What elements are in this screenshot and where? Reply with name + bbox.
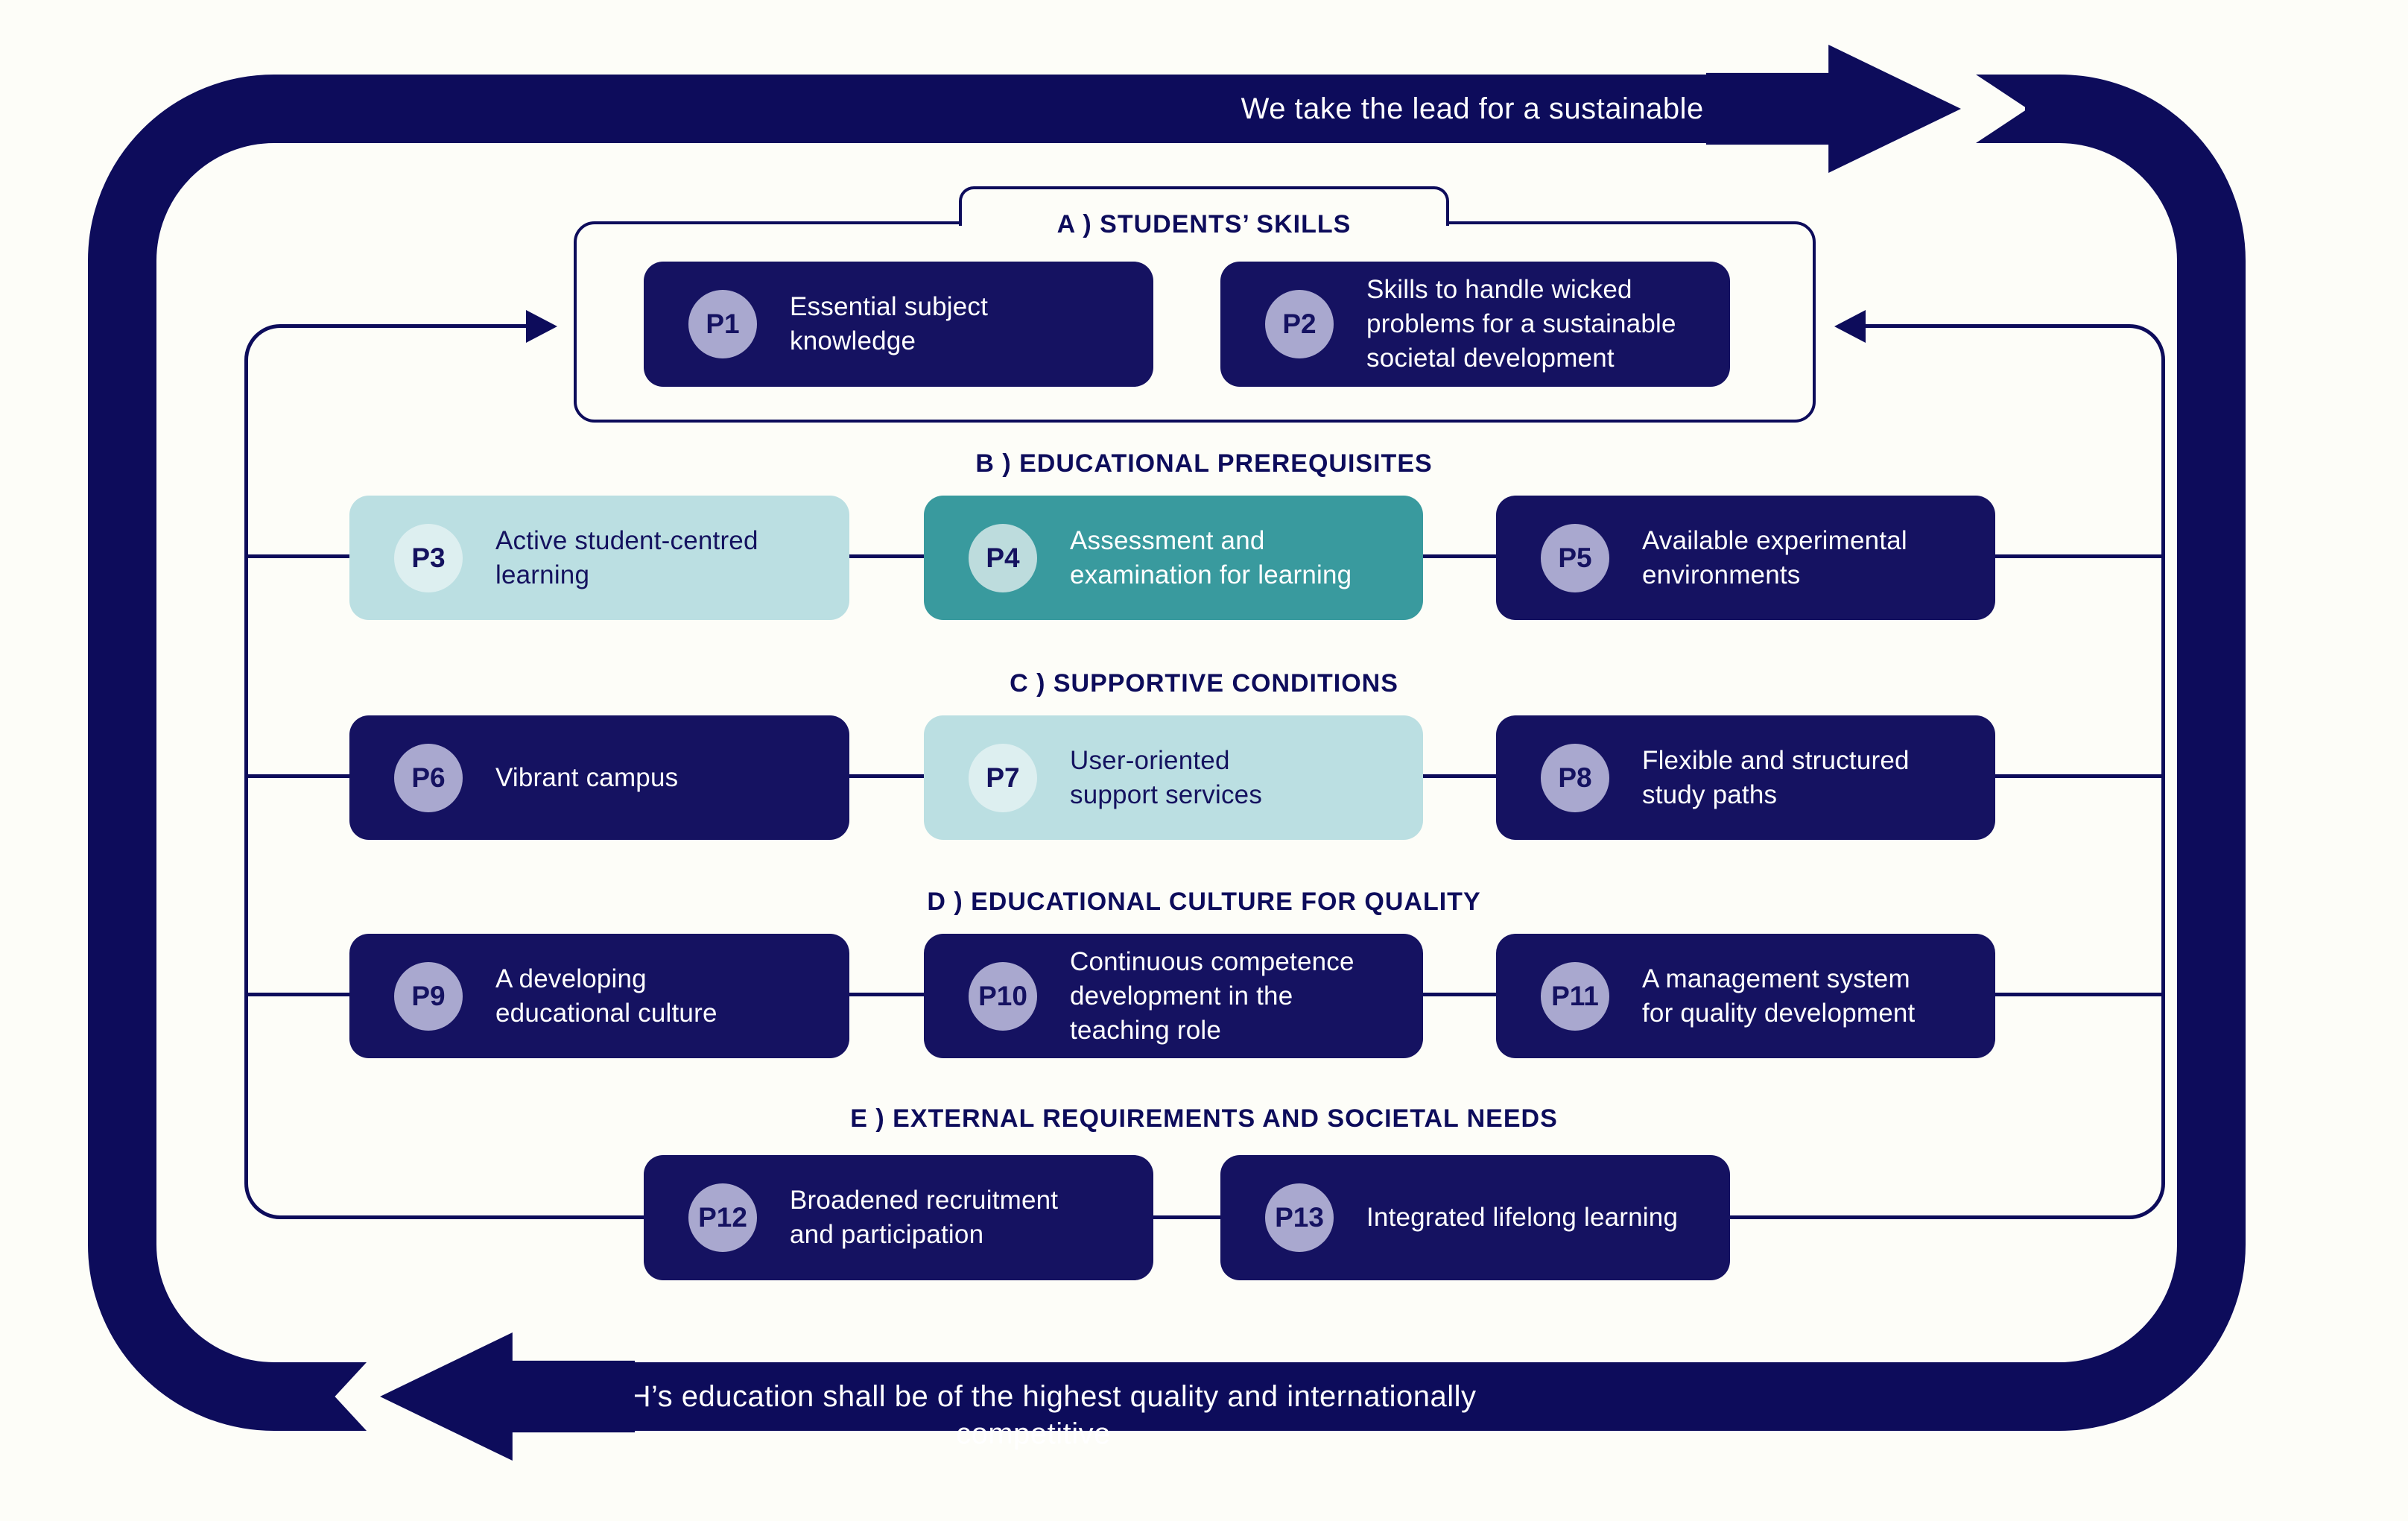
section-e-label: E ) EXTERNAL REQUIREMENTS AND SOCIETAL N… [850,1104,1558,1133]
principle-box-p12: P12 Broadened recruitment and participat… [644,1155,1153,1280]
connector-line [1866,324,2123,328]
principle-text: Assessment and examination for learning [1070,525,1352,589]
principle-text: Flexible and structured study paths [1642,745,1910,809]
principle-box-p11: P11 A management system for quality deve… [1496,934,1995,1058]
section-a-tab [959,186,1449,226]
connector-line [247,554,351,558]
principle-box-p4: P4 Assessment and examination for learni… [924,496,1423,620]
connector-line [1729,1215,2122,1219]
left-spine-line [244,365,248,1179]
principle-text: User-oriented support services [1070,745,1263,809]
principle-badge: P4 [969,523,1037,592]
principle-badge: P2 [1265,290,1334,358]
principle-box-p1: P1 Essential subject knowledge [644,262,1153,387]
connector-line [848,774,925,778]
connector-line [286,1215,645,1219]
principle-box-p10: P10 Continuous competence development in… [924,934,1423,1058]
principle-box-p8: P8 Flexible and structured study paths [1496,715,1995,840]
principle-box-p5: P5 Available experimental environments [1496,496,1995,620]
principle-text: Continuous competence development in the… [1070,946,1354,1045]
principle-text: Skills to handle wicked problems for a s… [1366,275,1676,373]
section-d-label: D ) EDUCATIONAL CULTURE FOR QUALITY [927,888,1481,916]
principle-badge: P5 [1541,523,1609,592]
principle-box-p9: P9 A developing educational culture [349,934,849,1058]
principle-badge: P11 [1541,961,1609,1031]
section-a-label: A ) STUDENTS’ SKILLS [1056,210,1352,238]
principle-badge: P12 [688,1183,757,1252]
connector-line [848,554,925,558]
connector-line [1152,1215,1222,1219]
principle-badge: P6 [394,743,463,812]
connector-line [848,993,925,996]
connector-line [247,774,351,778]
principle-text: Essential subject knowledge [790,292,989,355]
principle-text: Available experimental environments [1642,525,1907,589]
connector-line [1422,993,1498,996]
principle-badge: P9 [394,961,463,1031]
right-spine-line [2161,365,2165,1179]
principle-box-p6: P6 Vibrant campus [349,715,849,840]
connector-line [247,993,351,996]
connector-line [286,324,529,328]
principle-badge: P8 [1541,743,1609,812]
principle-text: A management system for quality developm… [1642,964,1916,1028]
connector-corner [244,324,289,369]
connector-line [1994,774,2163,778]
principle-text: Integrated lifelong learning [1366,1203,1679,1232]
principle-badge: P7 [969,743,1037,812]
principle-text: Broadened recruitment and participation [790,1186,1059,1249]
principle-badge: P13 [1265,1183,1334,1252]
principle-text: A developing educational culture [495,964,717,1028]
principle-badge: P3 [394,523,463,592]
principle-badge: P10 [969,961,1037,1031]
principle-box-p2: P2 Skills to handle wicked problems for … [1220,262,1730,387]
principle-box-p3: P3 Active student-centred learning [349,496,849,620]
principle-text: Active student-centred learning [495,525,758,589]
principle-badge: P1 [688,290,757,358]
connector-line [1994,993,2163,996]
connector-line [1422,554,1498,558]
section-b-label: B ) EDUCATIONAL PREREQUISITES [975,449,1433,478]
connector-line [1994,554,2163,558]
principle-box-p13: P13 Integrated lifelong learning [1220,1155,1730,1280]
principle-text: Vibrant campus [495,762,679,792]
section-c-label: C ) SUPPORTIVE CONDITIONS [1010,669,1398,698]
principle-box-p7: P7 User-oriented support services [924,715,1423,840]
connector-line [1422,774,1498,778]
bottom-banner-text: KTH’s education shall be of the highest … [590,1380,1477,1450]
